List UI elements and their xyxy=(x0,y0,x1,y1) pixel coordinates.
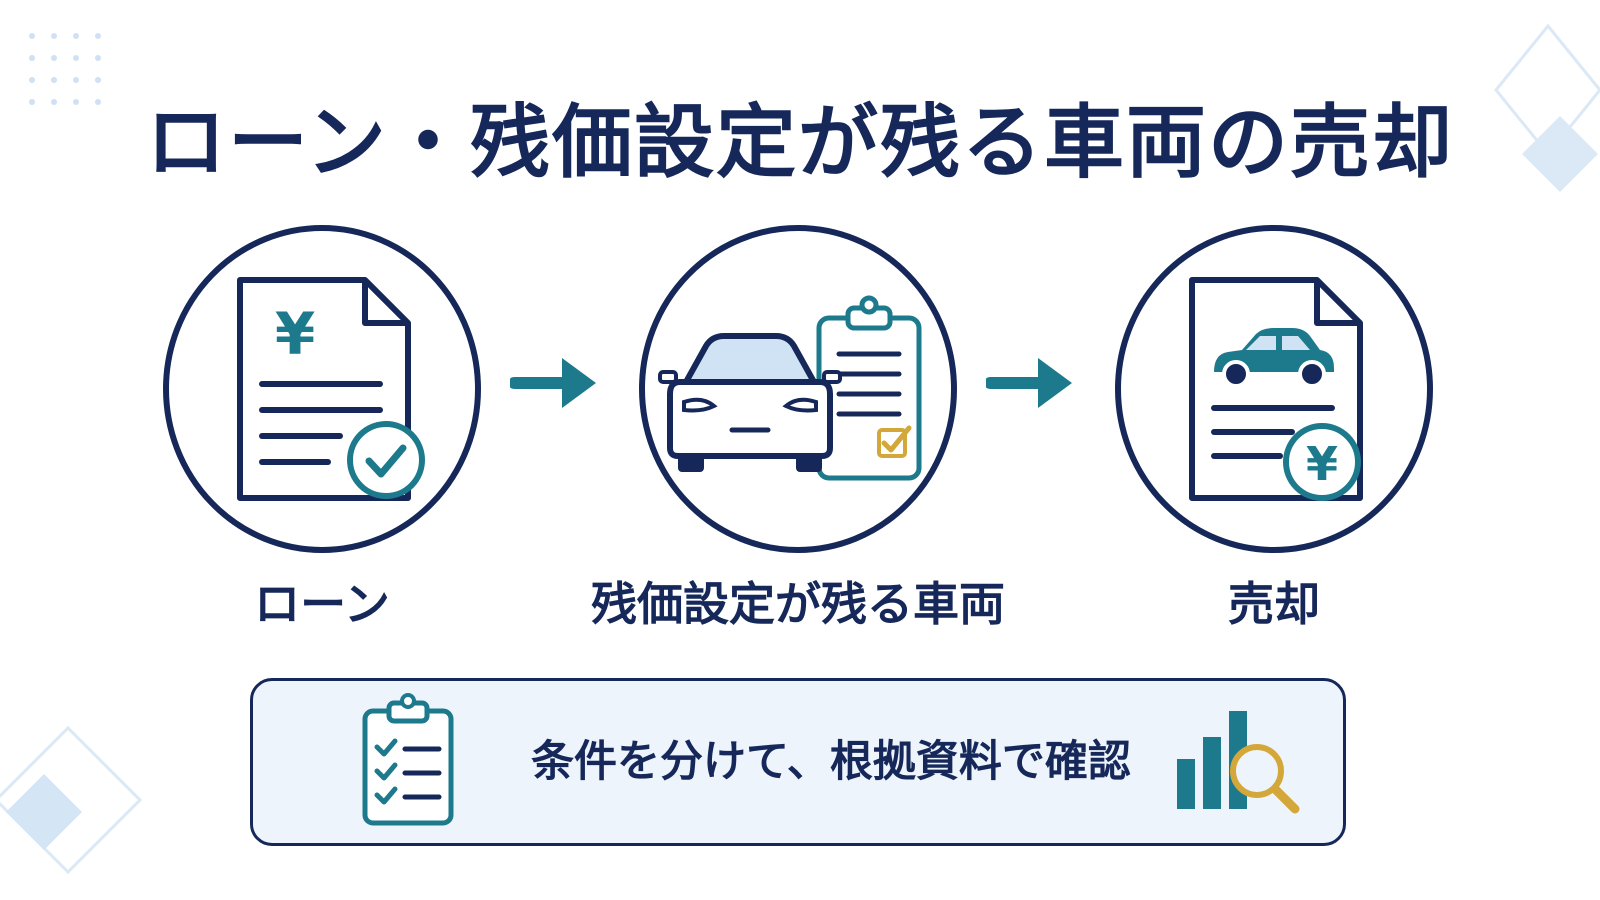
diamond-decoration-bottom-left xyxy=(0,725,143,875)
step-label-loan: ローン xyxy=(254,577,390,631)
diamond-decoration-top-right xyxy=(1494,23,1600,192)
svg-text:¥: ¥ xyxy=(1306,437,1338,491)
checklist-clipboard-icon xyxy=(362,693,454,826)
arrow-right-icon xyxy=(510,358,596,408)
step-label-sale: 売却 xyxy=(1228,577,1320,631)
dot-grid-decoration xyxy=(29,33,101,105)
summary-text: 条件を分けて、根拠資料で確認 xyxy=(531,737,1131,787)
step-label-residual-vehicle: 残価設定が残る車両 xyxy=(591,577,1005,631)
arrow-right-icon xyxy=(986,358,1072,408)
sale-document-icon: ¥ xyxy=(1115,225,1433,553)
svg-text:¥: ¥ xyxy=(275,300,315,368)
car-clipboard-icon xyxy=(639,225,957,553)
summary-banner: 条件を分けて、根拠資料で確認 xyxy=(250,678,1346,846)
loan-document-icon: ¥ xyxy=(163,225,481,553)
bar-chart-magnifier-icon xyxy=(1177,711,1300,814)
page-title: ローン・残価設定が残る車両の売却 xyxy=(146,96,1454,189)
